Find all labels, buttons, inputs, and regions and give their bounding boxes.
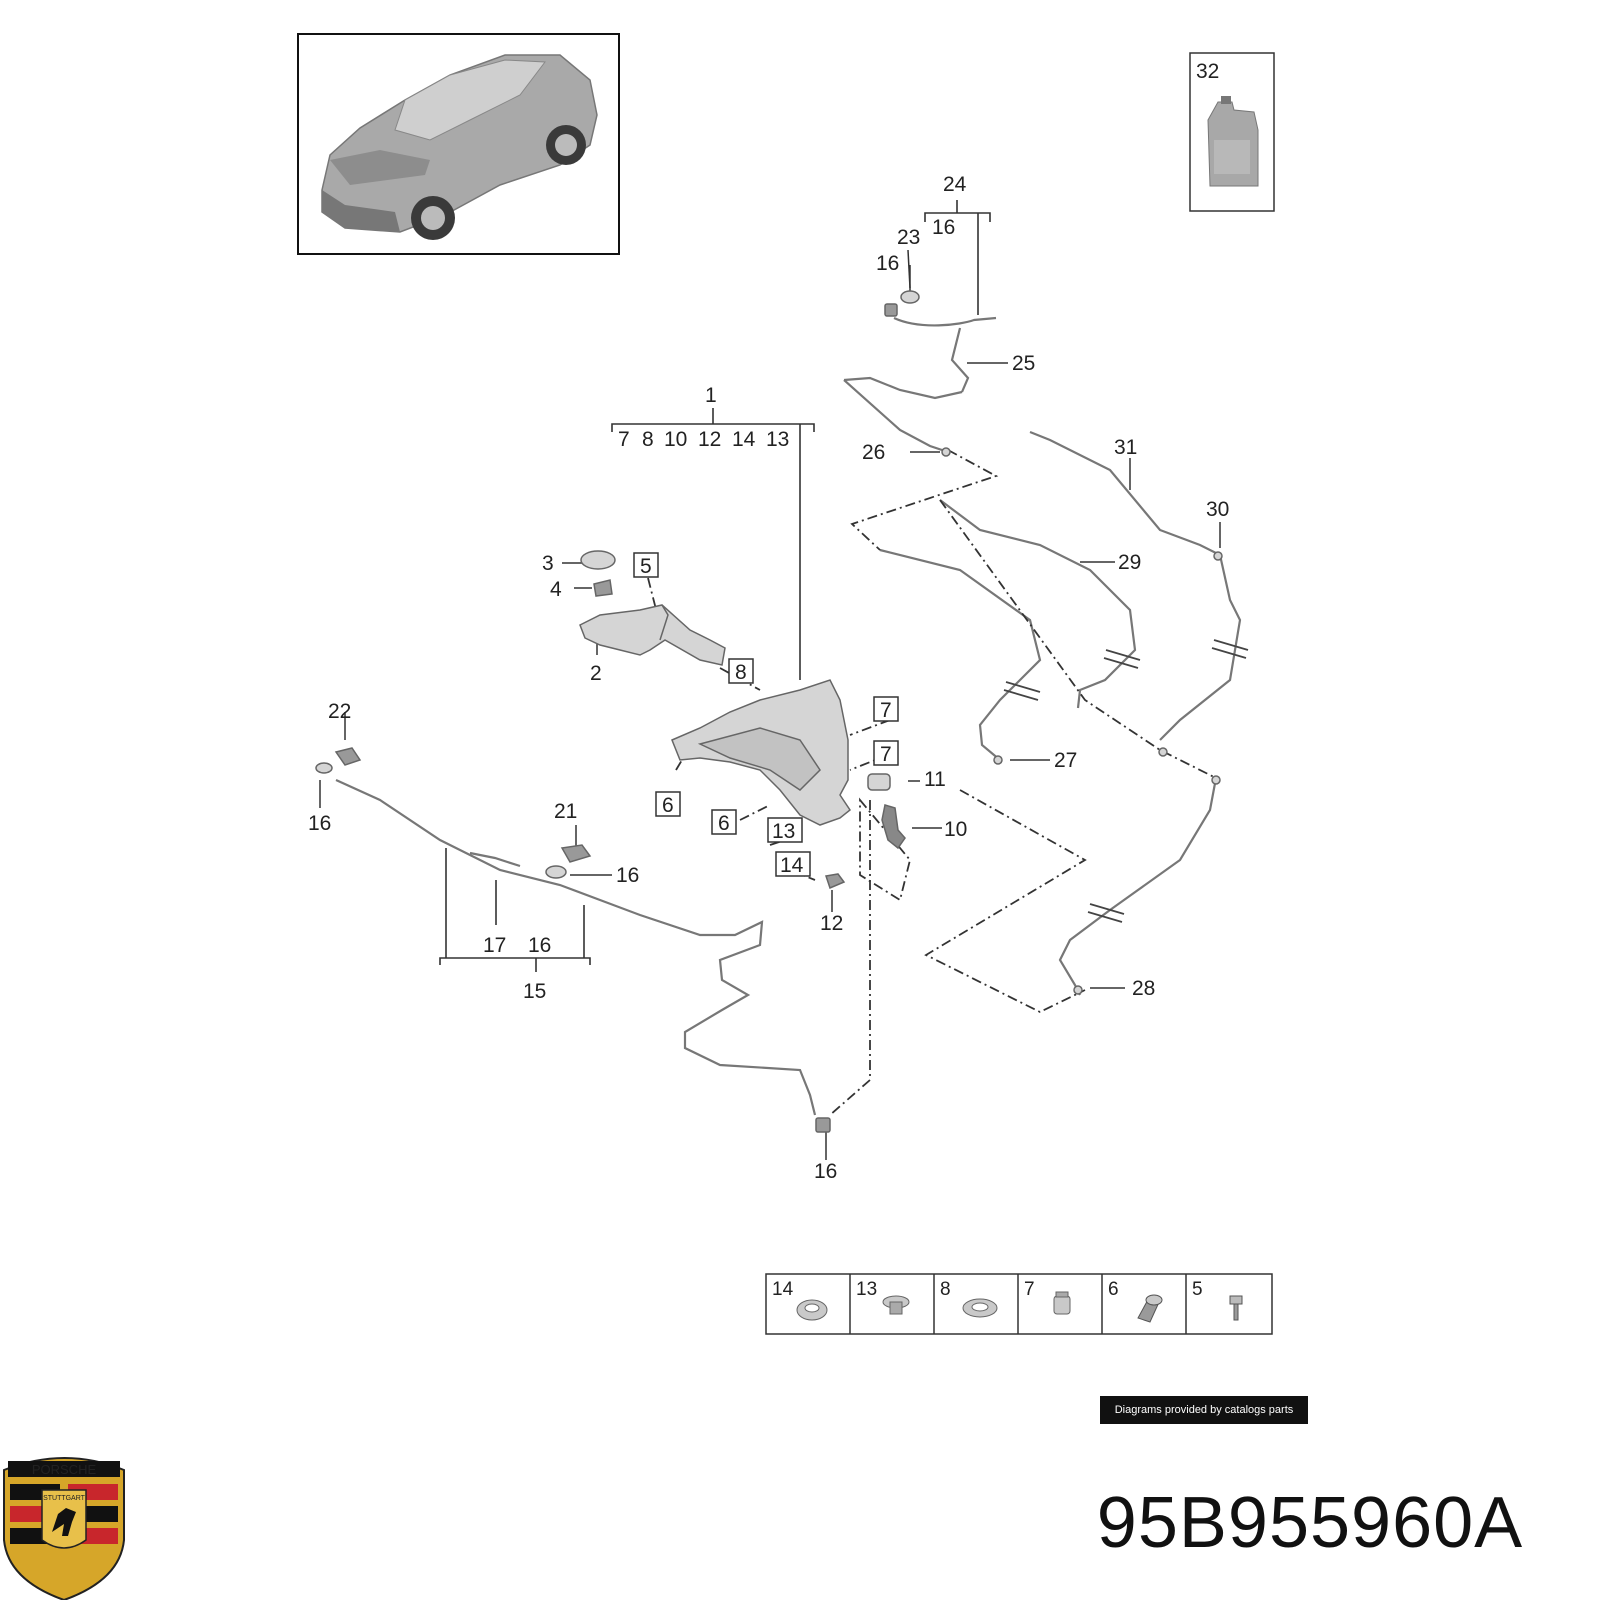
bracket-group-24 (924, 200, 991, 315)
callout-31: 31 (1114, 436, 1137, 459)
small-parts-strip: 14 13 8 7 6 5 (765, 1273, 1273, 1335)
part-number: 95B955960A (1096, 1483, 1524, 1563)
callout-4: 4 (550, 578, 562, 601)
callout-16: 16 (814, 1160, 837, 1183)
nozzle-21 (560, 844, 592, 863)
parts (315, 290, 1223, 1133)
callout-12: 12 (820, 912, 843, 935)
callout-6: 6 (662, 794, 674, 817)
fluid-bottle-panel: 32 (1189, 52, 1275, 212)
group-member: 14 (732, 428, 756, 451)
nozzle-22 (334, 747, 362, 766)
callout-28: 28 (1132, 977, 1155, 1000)
small-part-no: 14 (772, 1279, 794, 1300)
callout-10: 10 (944, 818, 967, 841)
screw-icon (1229, 1295, 1243, 1321)
callout-16: 16 (876, 252, 899, 275)
callout-8: 8 (735, 661, 747, 684)
callout-2: 2 (590, 662, 602, 685)
callout-26: 26 (862, 441, 885, 464)
leader-lines (319, 249, 1221, 1160)
callout-30: 30 (1206, 498, 1229, 521)
grommet-ring-icon (796, 1299, 828, 1321)
small-part-no: 8 (940, 1279, 951, 1300)
callout-16: 16 (932, 216, 955, 239)
callout-24: 24 (943, 173, 967, 196)
fluid-bottle-icon (1207, 96, 1259, 187)
callout-1: 1 (705, 384, 717, 407)
small-part-no: 7 (1024, 1279, 1035, 1300)
group-member: 8 (642, 428, 654, 451)
hose-lines (335, 316, 1242, 1116)
collar-bolt-icon (1137, 1294, 1163, 1323)
callout-3: 3 (542, 552, 554, 575)
crest-text-top: PORSCHE (32, 1462, 97, 1477)
porsche-crest-logo: PORSCHE STUTTGART (3, 1457, 125, 1600)
callout-16: 16 (528, 934, 551, 957)
callout-16: 16 (308, 812, 331, 835)
callout-21: 21 (554, 800, 577, 823)
callout-32: 32 (1196, 60, 1219, 83)
small-part-no: 13 (856, 1279, 877, 1300)
washer-ring-icon (962, 1298, 998, 1318)
callout-17: 17 (483, 934, 506, 957)
group-member: 10 (664, 428, 687, 451)
nozzle-23 (900, 290, 920, 304)
callout-14: 14 (780, 854, 804, 877)
nut-insert-icon (882, 1295, 910, 1315)
callout-7: 7 (880, 743, 892, 766)
horse-icon (52, 1508, 76, 1536)
callout-6: 6 (718, 812, 730, 835)
clip-nut-icon (1053, 1291, 1071, 1315)
break-marks (1003, 639, 1249, 923)
callout-25: 25 (1012, 352, 1035, 375)
small-part-no: 6 (1108, 1279, 1119, 1300)
callout-23: 23 (897, 226, 920, 249)
bracket-group-1 (611, 408, 815, 680)
bracket-group-15 (439, 848, 591, 972)
callout-16: 16 (616, 864, 639, 887)
pump-seal (867, 773, 891, 791)
small-part-no: 5 (1192, 1279, 1203, 1300)
callout-13: 13 (772, 820, 795, 843)
filler-seal (593, 579, 613, 597)
callout-11: 11 (924, 768, 946, 791)
callout-27: 27 (1054, 749, 1077, 772)
car-icon (321, 54, 598, 240)
credit-banner: Diagrams provided by catalogs parts (1100, 1396, 1308, 1424)
callout-15: 15 (523, 980, 546, 1003)
callouts: 1 7 8 10 12 14 13 2 3 4 5 8 7 7 6 6 13 1… (308, 173, 1229, 1183)
vehicle-overview (297, 33, 620, 255)
callout-7: 7 (880, 699, 892, 722)
connector-12 (825, 873, 846, 890)
callout-5: 5 (640, 555, 652, 578)
callout-22: 22 (328, 700, 351, 723)
crest-text-mid: STUTTGART (43, 1495, 86, 1502)
washer-pump (881, 804, 906, 850)
filler-cap (580, 550, 616, 570)
group-1-members: 7 8 10 12 14 13 (618, 428, 789, 451)
group-member: 12 (698, 428, 721, 451)
group-member: 13 (766, 428, 789, 451)
group-member: 7 (618, 428, 630, 451)
callout-29: 29 (1118, 551, 1141, 574)
filler-neck (579, 604, 726, 666)
